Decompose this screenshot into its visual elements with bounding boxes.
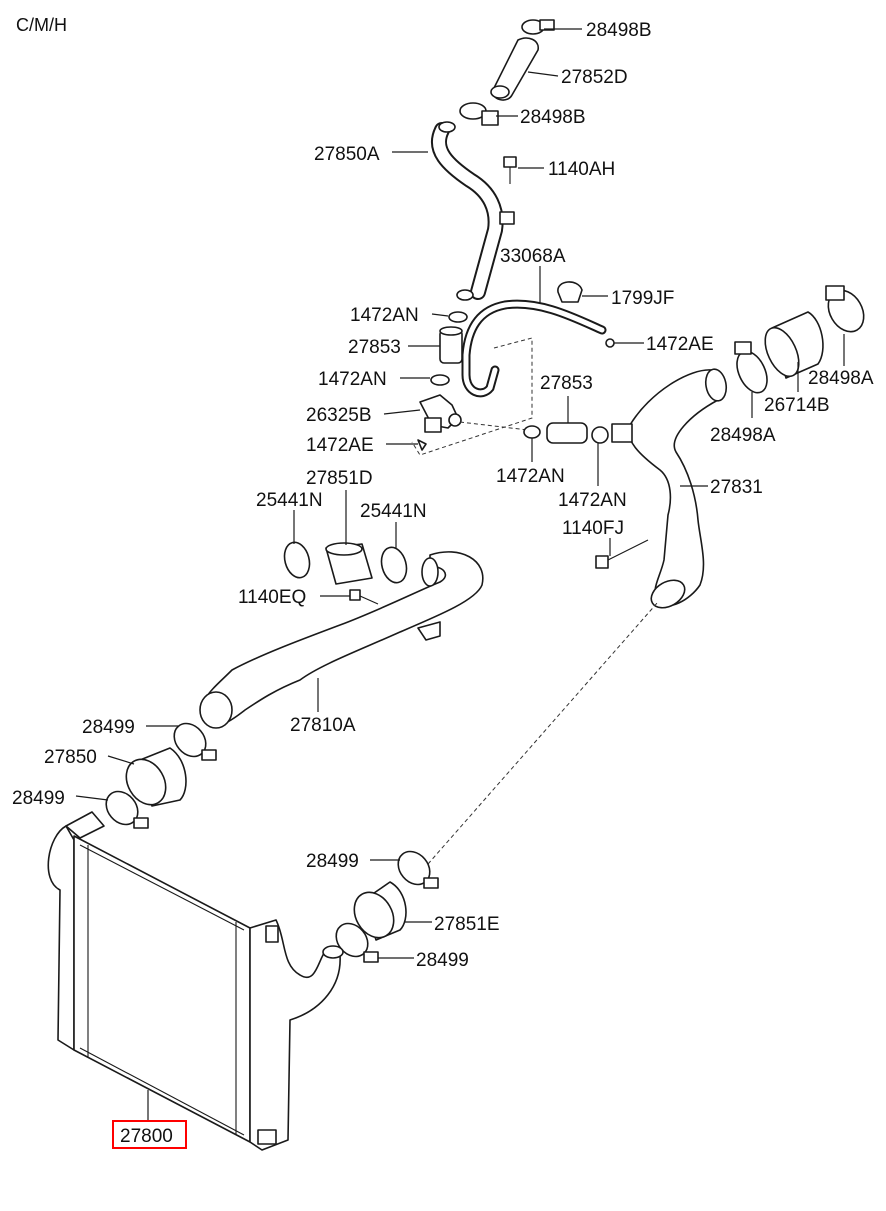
label-25441n-1: 25441N	[256, 490, 323, 511]
clamp-28499-3[interactable]	[392, 845, 439, 891]
label-28499-4: 28499	[416, 950, 469, 971]
label-1472ae-1: 1472AE	[646, 334, 714, 355]
hose-27852d[interactable]	[490, 37, 539, 101]
dashed-assembly-guide	[411, 337, 533, 456]
label-27800[interactable]: 27800	[120, 1126, 173, 1147]
label-28498b-mid: 28498B	[520, 107, 586, 128]
label-27851e: 27851E	[434, 914, 500, 935]
hose-27853-2[interactable]	[546, 422, 588, 444]
clamp-28499-2[interactable]	[100, 785, 149, 831]
clamp-25441n-1[interactable]	[281, 540, 313, 581]
label-25441n-2: 25441N	[360, 501, 427, 522]
label-28499-1: 28499	[82, 717, 135, 738]
bolt-1140fj[interactable]	[595, 539, 649, 569]
intercooler-27800[interactable]	[47, 811, 344, 1151]
clamp-28499-4[interactable]	[330, 917, 379, 963]
label-1799jf: 1799JF	[611, 288, 674, 309]
label-1472an-3: 1472AN	[496, 466, 565, 487]
label-1140fj: 1140FJ	[562, 518, 624, 539]
clamp-28498b-right[interactable]	[821, 284, 871, 338]
leader-lines	[75, 28, 845, 1120]
label-27851d: 27851D	[306, 468, 373, 489]
label-26325b: 26325B	[306, 405, 372, 426]
label-27810a: 27810A	[290, 715, 356, 736]
hose-27850[interactable]	[118, 747, 187, 812]
model-code: C/M/H	[16, 15, 67, 35]
dashed-line-hose	[427, 601, 659, 865]
hose-27851d[interactable]	[325, 542, 373, 585]
label-27850a: 27850A	[314, 144, 380, 165]
label-28498a-right: 28498A	[808, 368, 874, 389]
clamp-25441n-2[interactable]	[378, 545, 410, 586]
label-28498a-lower: 28498A	[710, 425, 776, 446]
hose-27831[interactable]	[611, 368, 729, 614]
clamp-1472an-1[interactable]	[448, 311, 468, 323]
label-1140eq: 1140EQ	[238, 587, 306, 608]
label-28499-3: 28499	[306, 851, 359, 872]
clamp-28499-1[interactable]	[168, 717, 217, 763]
label-27853-2: 27853	[540, 373, 593, 394]
label-1472an-4: 1472AN	[558, 490, 627, 511]
label-28499-2: 28499	[12, 788, 65, 809]
label-1472ae-2: 1472AE	[306, 435, 374, 456]
clamp-1472an-2[interactable]	[430, 374, 450, 386]
hose-27851e[interactable]	[346, 881, 407, 945]
clamp-1472an-4[interactable]	[591, 426, 609, 444]
label-28498b-top: 28498B	[586, 20, 652, 41]
hose-clamp-28498b-mid[interactable]	[459, 102, 499, 126]
hose-clamp-28498b-top[interactable]	[521, 19, 555, 35]
pipe-27850a[interactable]	[431, 121, 515, 301]
label-1140ah: 1140AH	[548, 159, 615, 180]
clip-1799jf[interactable]	[557, 281, 583, 303]
label-33068a: 33068A	[500, 246, 566, 267]
label-1472an-1: 1472AN	[350, 305, 419, 326]
clamp-1472an-3[interactable]	[523, 425, 541, 439]
clamp-1472ae-1[interactable]	[605, 338, 615, 348]
label-27852d: 27852D	[561, 67, 628, 88]
label-27853-1: 27853	[348, 337, 401, 358]
valve-26325b[interactable]	[419, 394, 462, 433]
part-number-highlight-27800	[112, 1120, 187, 1149]
dashed-line-valve	[459, 421, 529, 431]
clamp-1472ae-2[interactable]	[417, 439, 427, 451]
bolt-1140ah[interactable]	[503, 156, 517, 184]
label-26714b: 26714B	[764, 395, 830, 416]
label-1472an-2: 1472AN	[318, 369, 387, 390]
hose-26714b[interactable]	[758, 311, 824, 381]
vacuum-hose-33068a[interactable]	[461, 299, 607, 398]
clamp-28498a[interactable]	[731, 341, 773, 397]
label-27850: 27850	[44, 747, 97, 768]
label-27831: 27831	[710, 477, 763, 498]
hose-27810a[interactable]	[199, 551, 484, 729]
bolt-1140eq[interactable]	[349, 589, 379, 605]
hose-27853-1[interactable]	[439, 326, 463, 364]
